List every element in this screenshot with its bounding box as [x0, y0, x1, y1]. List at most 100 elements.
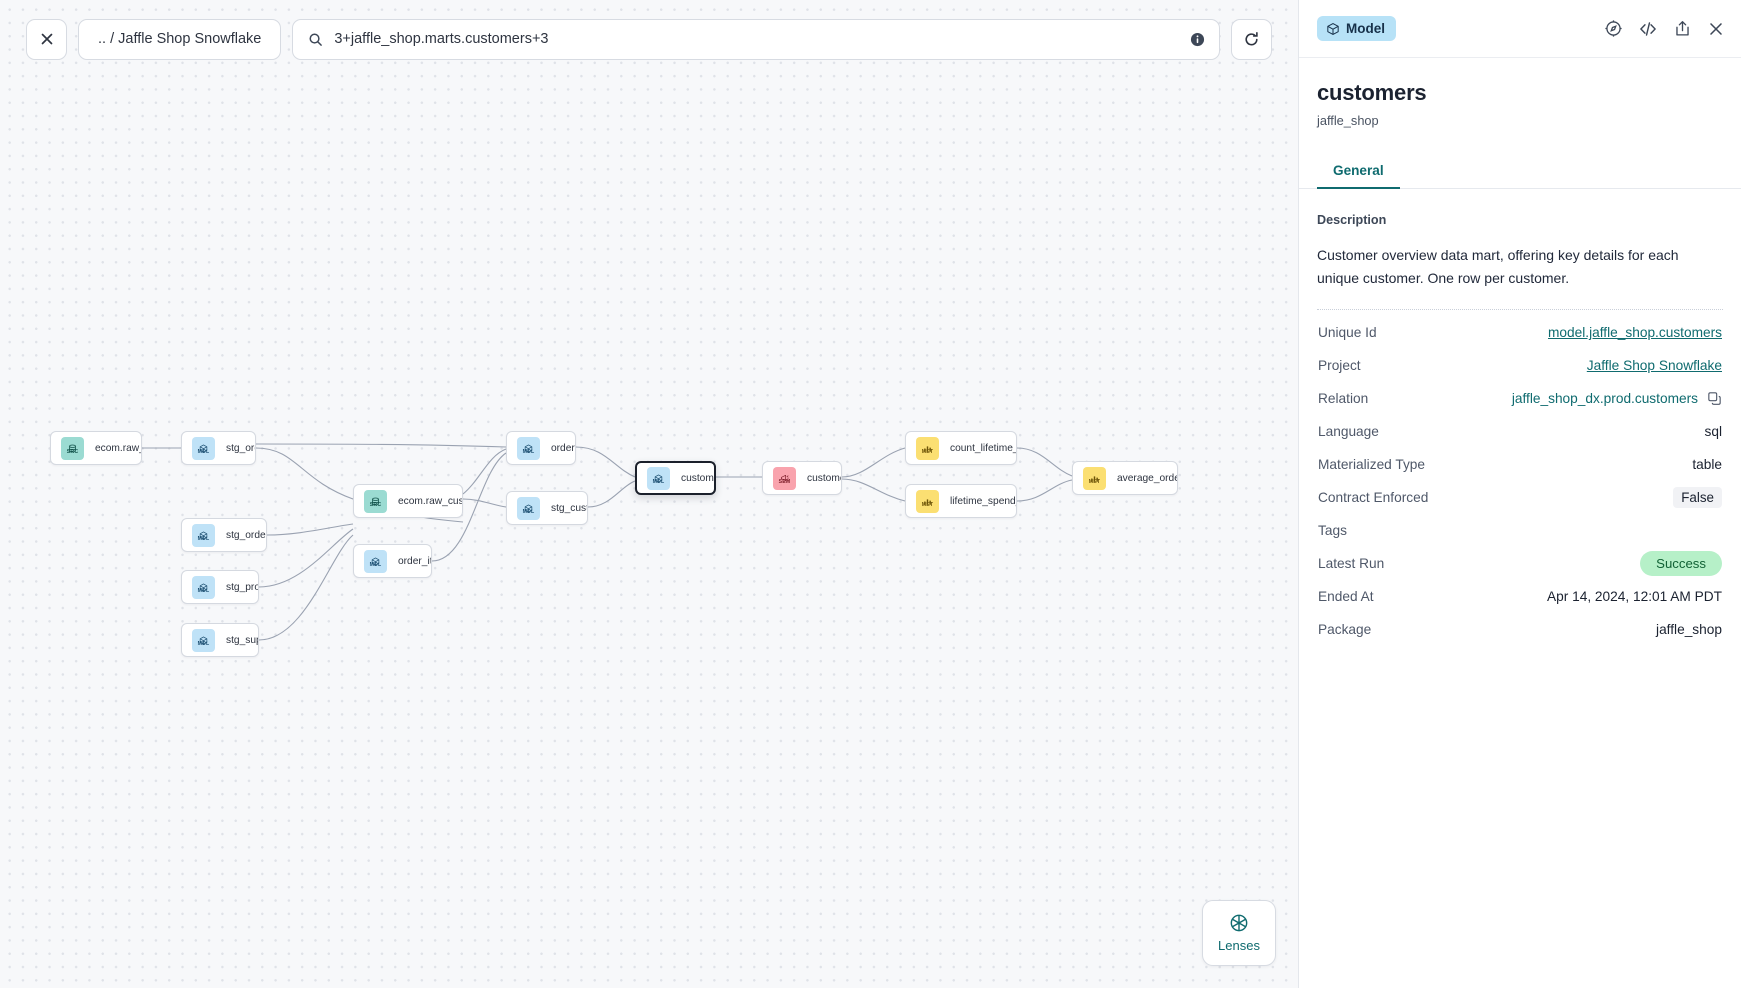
graph-node-ecom_raw_orders[interactable]: SRC ecom.raw_orders: [50, 431, 142, 465]
node-glyph-icon: [199, 528, 208, 540]
lineage-edge: [266, 523, 354, 536]
graph-node-stg_products[interactable]: MDL stg_products: [181, 570, 259, 604]
node-type-label: MET: [921, 501, 934, 508]
detail-link[interactable]: Jaffle Shop Snowflake: [1586, 358, 1722, 374]
lineage-edge: [462, 448, 507, 495]
node-label: customers: [681, 472, 714, 484]
detail-value: Success: [1640, 551, 1722, 577]
aperture-icon: [1230, 914, 1248, 932]
tab-general[interactable]: General: [1317, 156, 1400, 189]
description-label: Description: [1317, 213, 1387, 227]
detail-value-text: Apr 14, 2024, 12:01 AM PDT: [1547, 589, 1722, 605]
status-badge[interactable]: Success: [1640, 551, 1722, 577]
search-field[interactable]: [292, 18, 1220, 60]
node-type-label: MDL: [522, 448, 535, 455]
node-type-label: MDL: [197, 587, 210, 594]
lineage-edge: [841, 478, 906, 502]
detail-key: Materialized Type: [1318, 457, 1426, 473]
graph-node-average_order_value[interactable]: MET average_order_value: [1072, 461, 1178, 495]
node-type-label: MDL: [197, 448, 210, 455]
detail-key: Project: [1318, 358, 1361, 374]
node-label: stg_order_items: [226, 529, 266, 541]
explore-icon[interactable]: [1604, 19, 1623, 38]
copy-icon[interactable]: [1707, 391, 1722, 406]
panel-title-block: customers jaffle_shop: [1299, 58, 1741, 128]
node-type-badge-src-icon: SRC: [61, 436, 84, 460]
node-type-badge-src-icon: SRC: [364, 489, 387, 513]
node-glyph-icon: [654, 471, 663, 483]
detail-row-package: Package jaffle_shop: [1317, 613, 1723, 646]
close-icon[interactable]: [1707, 20, 1725, 38]
node-type-label: MDL: [197, 535, 210, 542]
lineage-edge: [462, 498, 507, 508]
node-glyph-icon: [780, 471, 789, 481]
graph-node-orders[interactable]: MDLorders: [506, 431, 576, 465]
node-type-badge-mdl-icon: MDL: [517, 436, 540, 460]
graph-node-stg_order_items[interactable]: MDL stg_order_items: [181, 518, 267, 552]
lineage-edge: [587, 480, 636, 508]
detail-row-project: Project Jaffle Shop Snowflake: [1317, 349, 1723, 382]
node-label: stg_supplies: [226, 634, 258, 646]
detail-link[interactable]: model.jaffle_shop.customers: [1548, 325, 1722, 341]
node-label: stg_products: [226, 581, 258, 593]
breadcrumb-label: .. / Jaffle Shop Snowflake: [98, 31, 262, 47]
detail-value: model.jaffle_shop.customers: [1548, 325, 1722, 340]
node-type-label: SRC: [66, 448, 79, 455]
detail-value: Apr 14, 2024, 12:01 AM PDT: [1547, 589, 1722, 604]
detail-value-text: jaffle_shop: [1656, 622, 1722, 638]
lineage-canvas[interactable]: SRCecom.raw_ordersMDLstg_ordersMDLstg_or…: [0, 0, 1298, 988]
detail-row-ended-at: Ended At Apr 14, 2024, 12:01 AM PDT: [1317, 580, 1723, 613]
search-input[interactable]: [334, 31, 1179, 47]
detail-key: Package: [1318, 622, 1372, 638]
node-type-label: MET: [1088, 478, 1101, 485]
node-glyph-icon: [923, 494, 932, 505]
detail-key: Language: [1318, 424, 1379, 440]
lineage-graph: SRCecom.raw_ordersMDLstg_ordersMDLstg_or…: [50, 431, 1178, 657]
page-subtitle: jaffle_shop: [1317, 113, 1379, 128]
lenses-button[interactable]: Lenses: [1202, 900, 1276, 966]
detail-value-text: table: [1692, 457, 1722, 473]
lineage-edge: [1016, 479, 1073, 502]
node-label: average_order_value: [1117, 472, 1177, 484]
share-icon[interactable]: [1673, 19, 1692, 38]
node-type-label: SRC: [369, 501, 382, 508]
node-glyph-icon: [524, 501, 533, 513]
node-type-badge-mdl-icon: MDL: [192, 523, 215, 547]
detail-row-tags: Tags: [1317, 514, 1723, 547]
node-type-label: SEM: [778, 478, 791, 485]
search-icon: [309, 33, 323, 46]
detail-key: Ended At: [1318, 589, 1374, 605]
node-glyph-icon: [199, 633, 208, 645]
type-badge: Model: [1317, 16, 1396, 41]
detail-value: sql: [1705, 424, 1723, 439]
detail-key: Tags: [1318, 523, 1347, 539]
code-icon[interactable]: [1638, 19, 1658, 39]
lenses-label: Lenses: [1218, 938, 1260, 953]
node-glyph-icon: [68, 441, 77, 453]
node-label: ecom.raw_orders: [95, 442, 141, 454]
graph-node-customers_mdl[interactable]: MDLcustomers: [635, 461, 716, 495]
detail-row-language: Language sql: [1317, 415, 1723, 448]
node-glyph-icon: [199, 580, 208, 592]
graph-node-customers_sem[interactable]: SEMcustomers: [762, 461, 842, 495]
node-type-badge-mdl-icon: MDL: [192, 436, 215, 460]
breadcrumb[interactable]: .. / Jaffle Shop Snowflake: [78, 18, 282, 60]
refresh-button[interactable]: [1231, 18, 1272, 60]
node-label: stg_customers: [551, 502, 587, 514]
lineage-edge: [258, 528, 354, 588]
info-icon[interactable]: [1190, 32, 1205, 47]
detail-value-text: sql: [1704, 424, 1723, 440]
close-button[interactable]: [26, 18, 67, 60]
panel-body[interactable]: Description Customer overview data mart,…: [1299, 189, 1741, 988]
